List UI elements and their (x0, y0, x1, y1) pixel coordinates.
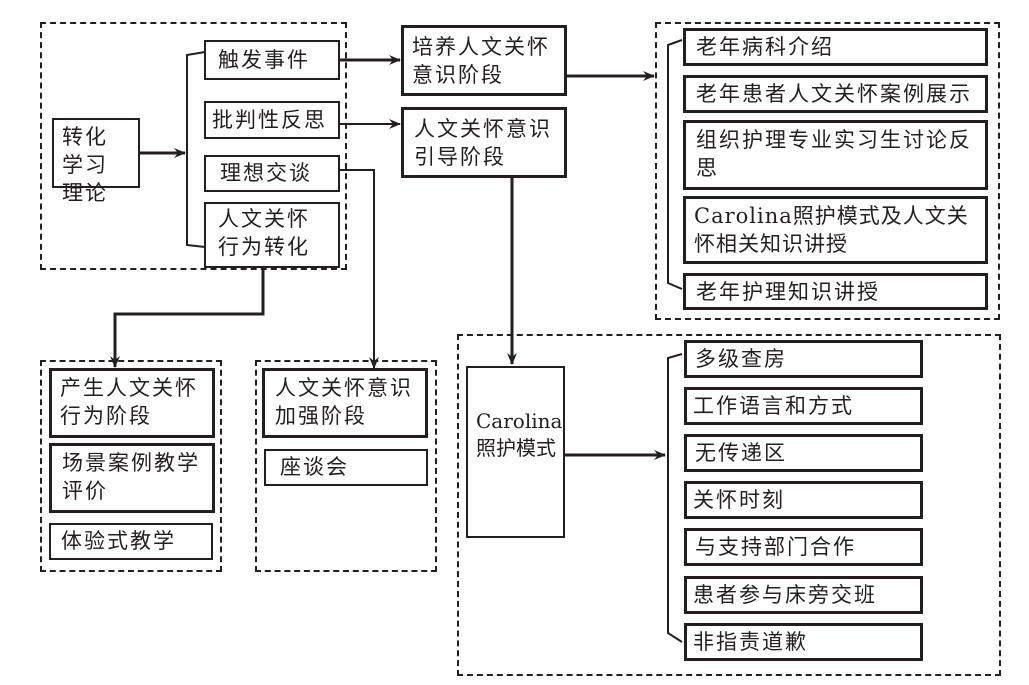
activity-item: Carolina照护模式及人文关怀相关知识讲授 (683, 196, 988, 264)
stage-cultivate: 培养人文关怀意识阶段 (401, 25, 567, 96)
arrow-talk-to-strengthen (339, 169, 379, 369)
carolina-component: 关怀时刻 (684, 481, 923, 519)
carolina-component: 非指责道歉 (684, 623, 923, 661)
carolina-component: 患者参与床旁交班 (684, 576, 923, 614)
carolina-component: 无传递区 (684, 434, 923, 472)
theory-box: 转化学习理论 (52, 118, 140, 205)
bracket-cultivate-activities (667, 39, 683, 290)
carolina-component: 工作语言和方式 (684, 387, 923, 425)
activity-item: 体验式教学 (49, 523, 213, 560)
activity-item: 老年病科介绍 (683, 28, 988, 66)
activity-item: 组织护理专业实习生讨论反思 (683, 120, 988, 190)
activity-item: 老年患者人文关怀案例展示 (683, 75, 988, 113)
activity-item: 老年护理知识讲授 (683, 273, 988, 310)
cultivate-activities-group (655, 22, 1000, 320)
activity-item: 座谈会 (264, 449, 428, 486)
theory-label: 转化学习理论 (62, 125, 108, 205)
theory-group (40, 22, 347, 270)
component-behavior-transformation: 人文关怀行为转化 (204, 202, 340, 268)
component-critical-reflection: 批判性反思 (204, 101, 340, 139)
carolina-model-box: Carolina照护模式 (466, 366, 565, 538)
carolina-group (457, 334, 1001, 676)
activity-item: 场景案例教学评价 (49, 443, 215, 513)
strengthen-group (255, 360, 437, 572)
bracket-carolina-components (667, 353, 683, 643)
component-ideal-talk: 理想交谈 (204, 155, 340, 192)
produce-group (40, 360, 222, 572)
stage-guide: 人文关怀意识引导阶段 (401, 107, 567, 178)
bracket-components (186, 51, 206, 248)
carolina-component: 多级查房 (684, 340, 923, 378)
component-trigger-event: 触发事件 (204, 40, 340, 80)
stage-produce: 产生人文关怀行为阶段 (49, 368, 215, 438)
stage-strengthen: 人文关怀意识加强阶段 (262, 368, 428, 438)
arrow-behavior-to-produce (110, 268, 265, 368)
carolina-component: 与支持部门合作 (684, 528, 923, 566)
